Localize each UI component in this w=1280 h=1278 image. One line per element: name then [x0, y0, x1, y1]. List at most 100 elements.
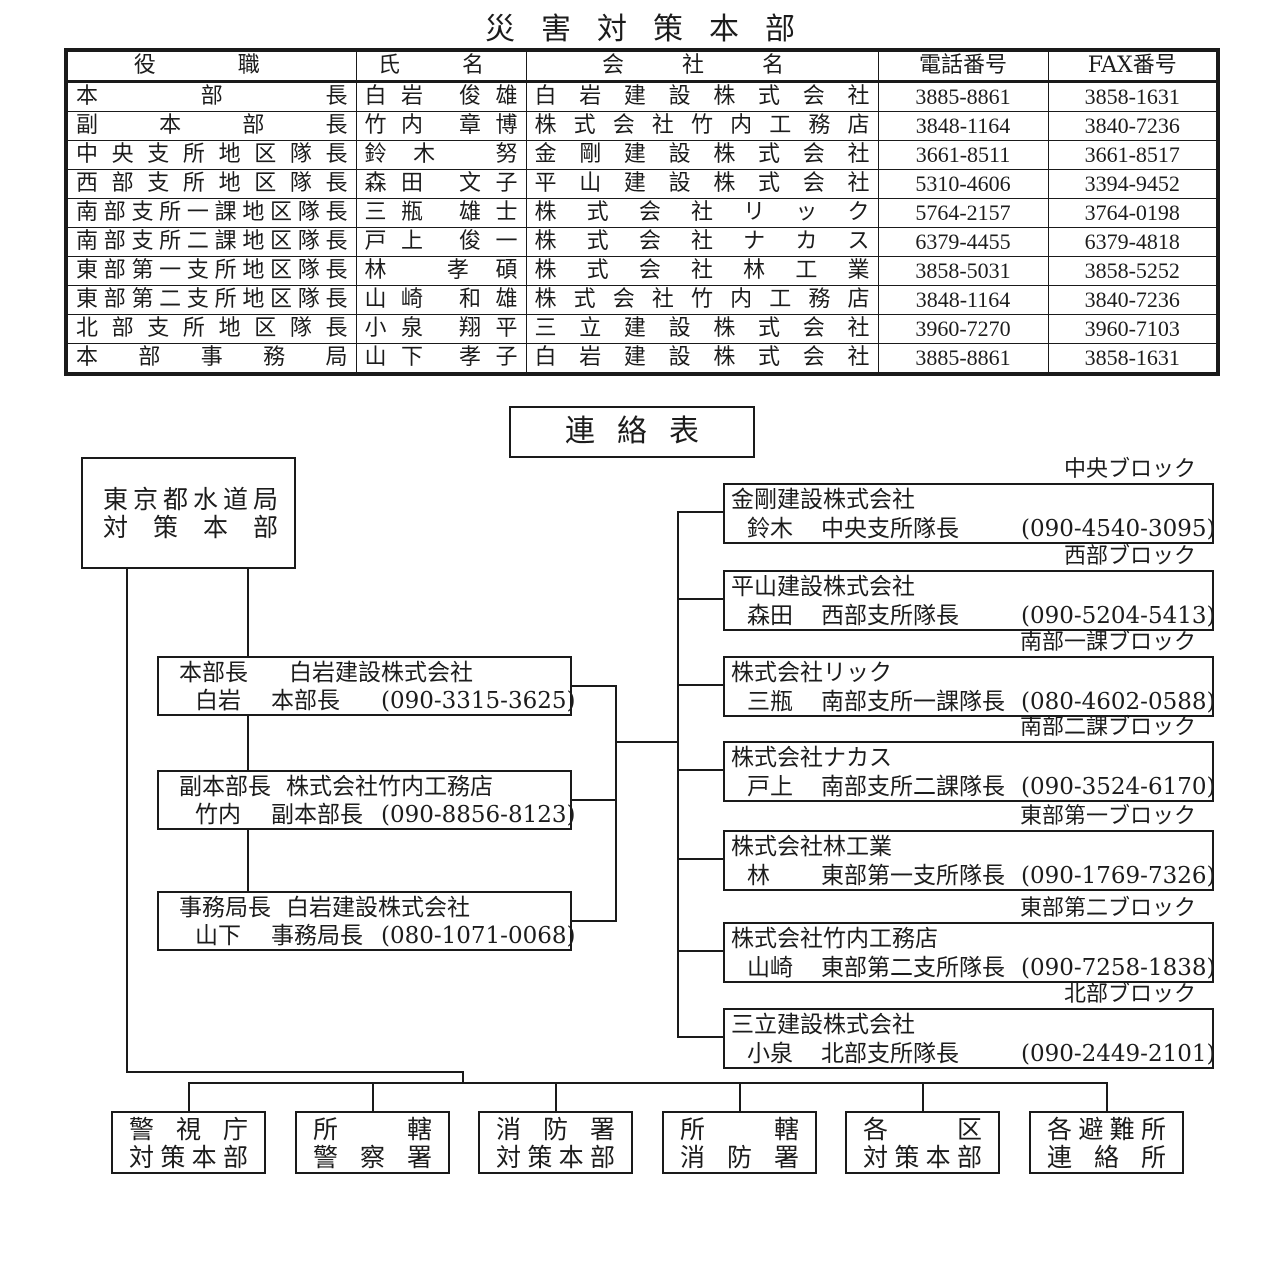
bottom-h-line-1 [126, 1071, 464, 1073]
hq-line2-a: 竹内 [195, 802, 241, 828]
roster-cell-role: 北部支所地区隊長 [65, 314, 357, 344]
hq-to-blocks-line [615, 741, 679, 743]
header-phone: 電話番号 [877, 49, 1049, 82]
roster-cell-name: 森田 文子 [355, 169, 527, 199]
block-phone: (080-4602-0588) [1021, 689, 1216, 715]
block-person: 小泉 [747, 1041, 793, 1067]
hq-line2-c: (090-3315-3625) [381, 688, 576, 714]
bottom-box-line1: 消防署 [496, 1115, 615, 1144]
hq-line2-b: 本部長 [271, 688, 340, 714]
block-phone: (090-1769-7326) [1021, 863, 1216, 889]
hq-line2-c: (090-8856-8123) [381, 802, 576, 828]
block-title: 南部支所一課隊長 [821, 689, 1005, 715]
roster-cell-phone: 3848-1164 [877, 285, 1049, 315]
roster-cell-company: 三立建設株式会社 [525, 314, 879, 344]
header-fax: FAX番号 [1047, 49, 1219, 82]
hq-line2-a: 白岩 [195, 688, 241, 714]
roster-cell-fax: 3858-5252 [1047, 256, 1219, 286]
hq-line2-b: 副本部長 [271, 802, 363, 828]
block-label: 中央ブロック [1063, 457, 1196, 482]
bottom-connector-line [372, 1082, 374, 1112]
hq-line1-b: 白岩建設株式会社 [286, 895, 470, 921]
roster-cell-role: 東部第一支所地区隊長 [65, 256, 357, 286]
hq-line-2 [247, 829, 249, 892]
roster-cell-role: 東部第二支所地区隊長 [65, 285, 357, 315]
block-label: 西部ブロック [1063, 544, 1196, 569]
block-title: 東部第二支所隊長 [821, 955, 1005, 981]
hq1-right-line [571, 685, 617, 687]
bottom-box-line2: 警察署 [313, 1143, 432, 1172]
roster-cell-role: 西部支所地区隊長 [65, 169, 357, 199]
roster-cell-company: 株式会社ナカス [525, 227, 879, 257]
hq-line1-b: 株式会社竹内工務店 [286, 774, 493, 800]
roster-cell-fax: 3960-7103 [1047, 314, 1219, 344]
roster-cell-role: 中央支所地区隊長 [65, 140, 357, 170]
block-label: 東部第二ブロック [1019, 896, 1196, 921]
bottom-h-line-2 [189, 1082, 1107, 1084]
block-title: 東部第一支所隊長 [821, 863, 1005, 889]
block-company: 株式会社リック [731, 660, 892, 686]
hq-box-2: 事務局長白岩建設株式会社山下事務局長(080-1071-0068) [157, 891, 576, 951]
roster-cell-name: 白岩 俊雄 [355, 81, 527, 112]
block-phone: (090-3524-6170) [1021, 774, 1216, 800]
roster-cell-role: 本部事務局 [65, 343, 357, 375]
roster-cell-fax: 3661-8517 [1047, 140, 1219, 170]
hq-right-vertical [615, 685, 617, 922]
header-company: 会 社 名 [525, 49, 879, 82]
tmg-line1: 東京都水道局 [103, 485, 278, 514]
roster-cell-company: 株式会社林工業 [525, 256, 879, 286]
roster-cell-phone: 3960-7270 [877, 314, 1049, 344]
hq-box-1: 副本部長株式会社竹内工務店竹内副本部長(090-8856-8123) [157, 770, 576, 830]
block-phone: (090-5204-5413) [1021, 603, 1216, 629]
bottom-box: 所轄警察署 [295, 1111, 450, 1174]
block-company: 株式会社ナカス [731, 745, 892, 771]
bottom-box-line2: 対策本部 [129, 1143, 248, 1172]
block-title: 西部支所隊長 [821, 603, 959, 629]
bottom-connector-line [555, 1082, 557, 1112]
block-company: 株式会社林工業 [731, 834, 892, 860]
hq2-right-line [571, 799, 617, 801]
hq-line1-a: 副本部長 [179, 774, 271, 800]
hq-box-0: 本部長白岩建設株式会社白岩本部長(090-3315-3625) [157, 656, 576, 716]
roster-cell-phone: 3661-8511 [877, 140, 1049, 170]
roster-cell-name: 竹内 章博 [355, 111, 527, 141]
hq-line2-a: 山下 [195, 923, 241, 949]
block-person: 鈴木 [747, 516, 793, 542]
roster-cell-phone: 3885-8861 [877, 343, 1049, 375]
roster-cell-role: 南部支所二課地区隊長 [65, 227, 357, 257]
blocks-vertical [677, 511, 679, 1038]
roster-cell-fax: 6379-4818 [1047, 227, 1219, 257]
block-phone: (090-4540-3095) [1021, 516, 1216, 542]
block-phone: (090-2449-2101) [1021, 1041, 1216, 1067]
bottom-box-line2: 消防署 [680, 1143, 799, 1172]
block-box: 三立建設株式会社小泉北部支所隊長(090-2449-2101) [723, 1008, 1216, 1069]
block-box: 株式会社リック三瓶南部支所一課隊長(080-4602-0588) [723, 656, 1216, 717]
roster-cell-fax: 3394-9452 [1047, 169, 1219, 199]
roster-cell-name: 小泉 翔平 [355, 314, 527, 344]
roster-cell-name: 戸上 俊一 [355, 227, 527, 257]
block-title: 中央支所隊長 [821, 516, 959, 542]
block-connector-line [677, 684, 725, 686]
roster-header-row: 役 職 氏 名 会 社 名 電話番号 FAX番号 [65, 49, 1219, 82]
page-title: 災害対策本部 [485, 12, 821, 47]
bottom-connector-line [922, 1082, 924, 1112]
tmg-trunk-line [126, 569, 128, 1073]
roster-cell-name: 三瓶 雄士 [355, 198, 527, 228]
block-connector-line [677, 950, 725, 952]
block-box: 株式会社ナカス戸上南部支所二課隊長(090-3524-6170) [723, 741, 1216, 802]
roster-cell-phone: 3858-5031 [877, 256, 1049, 286]
block-label: 北部ブロック [1063, 982, 1196, 1007]
roster-cell-phone: 3848-1164 [877, 111, 1049, 141]
bottom-box: 警視庁対策本部 [111, 1111, 266, 1174]
block-box: 株式会社竹内工務店山崎東部第二支所隊長(090-7258-1838) [723, 922, 1215, 983]
hq-line2-c: (080-1071-0068) [381, 923, 576, 949]
block-label: 南部二課ブロック [1019, 715, 1196, 740]
roster-cell-phone: 3885-8861 [877, 81, 1049, 112]
contact-title: 連絡表 [509, 406, 755, 458]
hq3-right-line [571, 920, 617, 922]
bottom-box-line1: 各避難所 [1047, 1115, 1166, 1144]
